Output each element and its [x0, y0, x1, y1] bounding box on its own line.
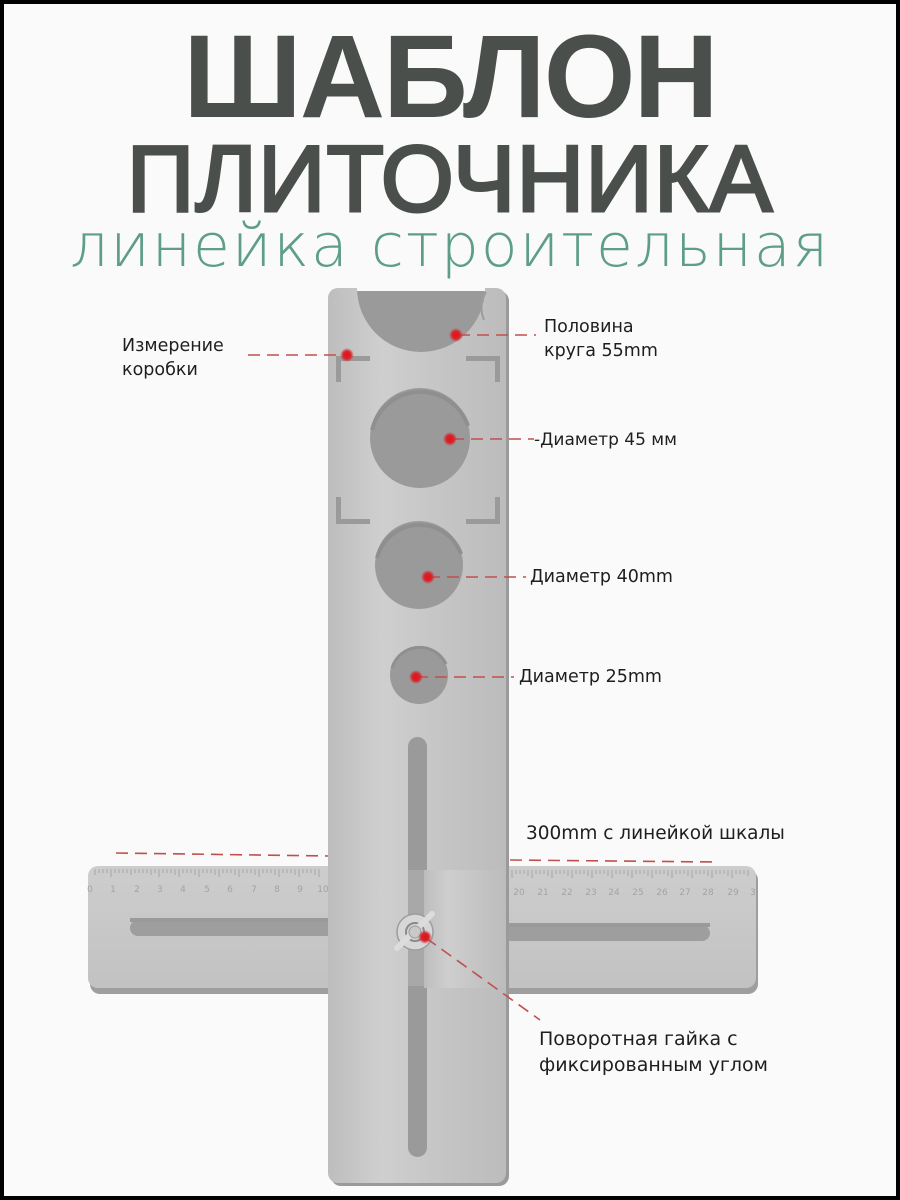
ruler-tick-24: 24 — [608, 888, 620, 898]
ruler-tick-0: 0 — [87, 885, 93, 895]
marker-dots — [340, 328, 463, 944]
ruler-tick-28: 28 — [702, 888, 714, 898]
ruler-tick-5: 5 — [204, 885, 210, 895]
callout-diameter-40: Диаметр 40mm — [530, 567, 673, 587]
vertical-template-bar — [328, 288, 509, 1186]
callout-swivel-nut-line1: Поворотная гайка с — [539, 1028, 738, 1050]
ruler-tick-25: 25 — [632, 888, 643, 898]
ruler-tick-21: 21 — [537, 888, 548, 898]
ruler-tick-2: 2 — [134, 885, 140, 895]
callout-diameter-45: -Диаметр 45 мм — [534, 430, 677, 450]
title-line-1: ШАБЛОН — [183, 11, 718, 143]
callout-box-measure: Измерение коробки — [122, 334, 224, 382]
callout-half-circle-line1: Половина — [544, 317, 634, 337]
red-dot-icon — [443, 432, 457, 446]
red-dot-icon — [449, 328, 463, 342]
tile-template-tool-illustration: 0 1 2 3 4 5 6 7 8 9 10 20 21 22 23 24 25… — [87, 288, 758, 1186]
callout-box-measure-line1: Измерение — [122, 336, 224, 356]
product-card: ШАБЛОН ПЛИТОЧНИКА линейка строительная — [4, 4, 896, 1196]
ruler-tick-22: 22 — [561, 888, 572, 898]
callout-half-circle-line2: круга 55mm — [544, 341, 658, 361]
subtitle: линейка строительная — [69, 211, 831, 281]
callout-box-measure-line2: коробки — [122, 360, 198, 380]
callout-swivel-nut-line2: фиксированным углом — [539, 1054, 768, 1076]
ruler-tick-10: 10 — [317, 885, 329, 895]
ruler-tick-30: 3 — [750, 888, 756, 898]
title-line-2: ПЛИТОЧНИКА — [125, 126, 774, 231]
red-dot-icon — [340, 348, 354, 362]
ruler-tick-4: 4 — [180, 885, 186, 895]
ruler-tick-27: 27 — [679, 888, 690, 898]
ruler-tick-6: 6 — [227, 885, 233, 895]
ruler-tick-23: 23 — [585, 888, 596, 898]
ruler-tick-7: 7 — [251, 885, 257, 895]
red-dot-icon — [409, 670, 423, 684]
ruler-tick-3: 3 — [157, 885, 163, 895]
leader-lines — [115, 334, 716, 1021]
ruler-tick-29: 29 — [727, 888, 739, 898]
ruler-tick-8: 8 — [274, 885, 280, 895]
red-dot-icon — [421, 570, 435, 584]
callout-ruler-scale: 300mm с линейкой шкалы — [526, 823, 785, 844]
red-dot-icon — [418, 930, 432, 944]
ruler-tick-9: 9 — [297, 885, 303, 895]
callout-diameter-25: Диаметр 25mm — [519, 667, 662, 687]
ruler-tick-20: 20 — [513, 888, 525, 898]
ruler-tick-26: 26 — [656, 888, 668, 898]
callout-half-circle: Половина круга 55mm — [544, 315, 658, 363]
callout-swivel-nut: Поворотная гайка с фиксированным углом — [539, 1026, 768, 1078]
ruler-tick-1: 1 — [110, 885, 116, 895]
